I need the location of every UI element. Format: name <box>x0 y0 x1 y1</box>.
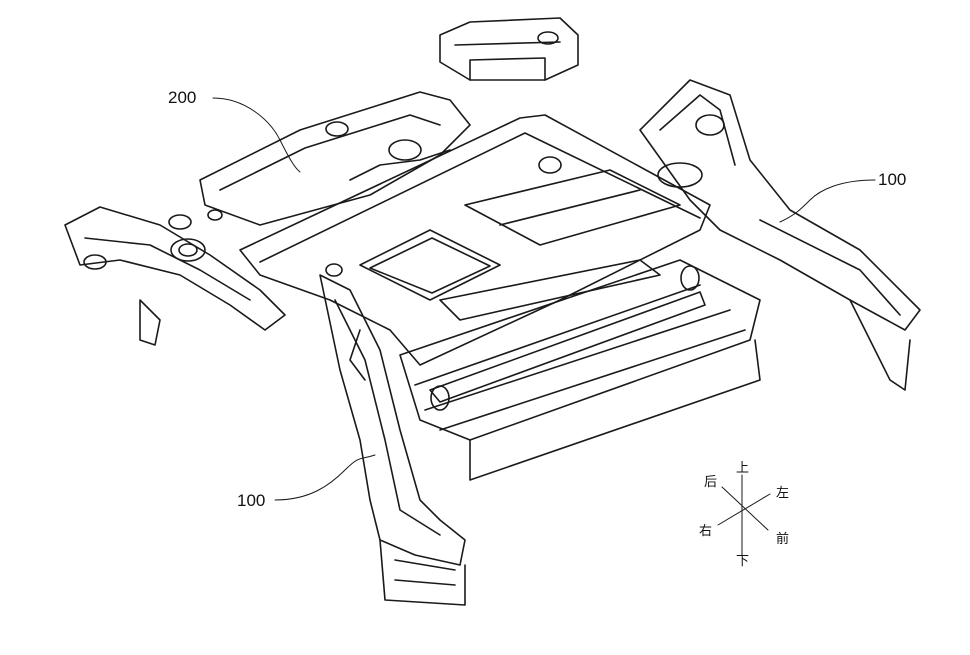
leader-200 <box>212 97 301 173</box>
leader-100-right <box>779 179 876 223</box>
direction-right: 右 <box>699 524 713 539</box>
direction-up: 上 <box>736 461 750 476</box>
rear-floor-panel <box>199 91 471 226</box>
left-end-member <box>64 206 286 346</box>
callout-100-right: 100 <box>878 170 907 189</box>
front-cross-member <box>399 259 761 481</box>
callout-200: 200 <box>168 88 197 107</box>
direction-down: 下 <box>736 554 750 569</box>
left-rail <box>319 274 466 606</box>
leader-100-left <box>274 454 376 501</box>
direction-left: 左 <box>776 486 790 501</box>
right-rail <box>639 79 921 391</box>
center-top-panel <box>239 114 711 366</box>
direction-front: 前 <box>776 532 790 547</box>
rear-upper-structure <box>439 17 579 81</box>
direction-rear: 后 <box>704 475 718 490</box>
callout-100-left: 100 <box>237 491 266 510</box>
direction-axes <box>717 474 771 556</box>
